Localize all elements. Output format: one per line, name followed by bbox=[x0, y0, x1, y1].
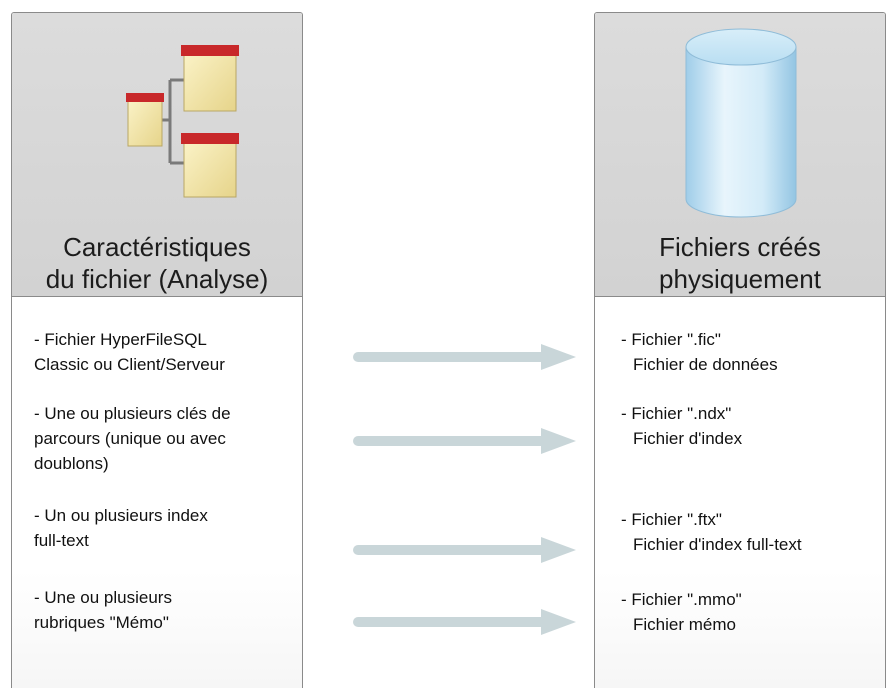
item-line: Fichier d'index full-text bbox=[633, 535, 802, 554]
analysis-card-title: Caractéristiques du fichier (Analyse) bbox=[12, 231, 302, 295]
list-item: - Fichier HyperFileSQL Classic ou Client… bbox=[34, 327, 294, 377]
arrow-right-icon bbox=[353, 609, 576, 635]
analysis-card: Caractéristiques du fichier (Analyse) - … bbox=[11, 12, 303, 688]
item-line: - Un ou plusieurs index bbox=[34, 506, 208, 525]
item-line: full-text bbox=[34, 531, 89, 550]
item-line: Fichier d'index bbox=[633, 429, 743, 448]
item-line: rubriques "Mémo" bbox=[34, 613, 169, 632]
list-item: - Un ou plusieurs index full-text bbox=[34, 503, 294, 553]
list-item: - Une ou plusieurs clés de parcours (uni… bbox=[34, 401, 294, 476]
physical-files-card-title: Fichiers créés physiquement bbox=[595, 231, 885, 295]
list-item: - Fichier ".fic" Fichier de données bbox=[621, 327, 877, 377]
analysis-card-body: - Fichier HyperFileSQL Classic ou Client… bbox=[12, 297, 302, 688]
arrow-right-icon bbox=[353, 537, 576, 563]
item-line: - Une ou plusieurs clés de bbox=[34, 404, 231, 423]
analysis-card-header: Caractéristiques du fichier (Analyse) bbox=[12, 13, 302, 297]
item-line: - Fichier ".mmo" bbox=[621, 590, 742, 609]
physical-files-card-header: Fichiers créés physiquement bbox=[595, 13, 885, 297]
list-item: - Fichier ".ndx" Fichier d'index bbox=[621, 401, 877, 451]
item-line: - Fichier ".ndx" bbox=[621, 404, 732, 423]
item-line: Classic ou Client/Serveur bbox=[34, 355, 225, 374]
file-structure-icon bbox=[126, 45, 239, 198]
item-line: doublons) bbox=[34, 454, 109, 473]
item-line: Fichier de données bbox=[633, 355, 778, 374]
item-line: - Fichier ".ftx" bbox=[621, 510, 722, 529]
list-item: - Une ou plusieurs rubriques "Mémo" bbox=[34, 585, 294, 635]
physical-files-card: Fichiers créés physiquement - Fichier ".… bbox=[594, 12, 886, 688]
database-cylinder-icon bbox=[685, 28, 797, 218]
physical-title-line-2: physiquement bbox=[659, 264, 821, 294]
analysis-title-line-1: Caractéristiques bbox=[63, 232, 251, 262]
arrow-right-icon bbox=[353, 344, 576, 370]
analysis-title-line-2: du fichier (Analyse) bbox=[45, 264, 269, 294]
physical-files-card-body: - Fichier ".fic" Fichier de données - Fi… bbox=[595, 297, 885, 688]
item-line: - Une ou plusieurs bbox=[34, 588, 172, 607]
arrow-right-icon bbox=[353, 428, 576, 454]
item-line: parcours (unique ou avec bbox=[34, 429, 226, 448]
list-item: - Fichier ".mmo" Fichier mémo bbox=[621, 587, 877, 637]
item-line: - Fichier HyperFileSQL bbox=[34, 330, 207, 349]
item-line: - Fichier ".fic" bbox=[621, 330, 721, 349]
list-item: - Fichier ".ftx" Fichier d'index full-te… bbox=[621, 507, 877, 557]
item-line: Fichier mémo bbox=[633, 615, 736, 634]
physical-title-line-1: Fichiers créés bbox=[659, 232, 821, 262]
